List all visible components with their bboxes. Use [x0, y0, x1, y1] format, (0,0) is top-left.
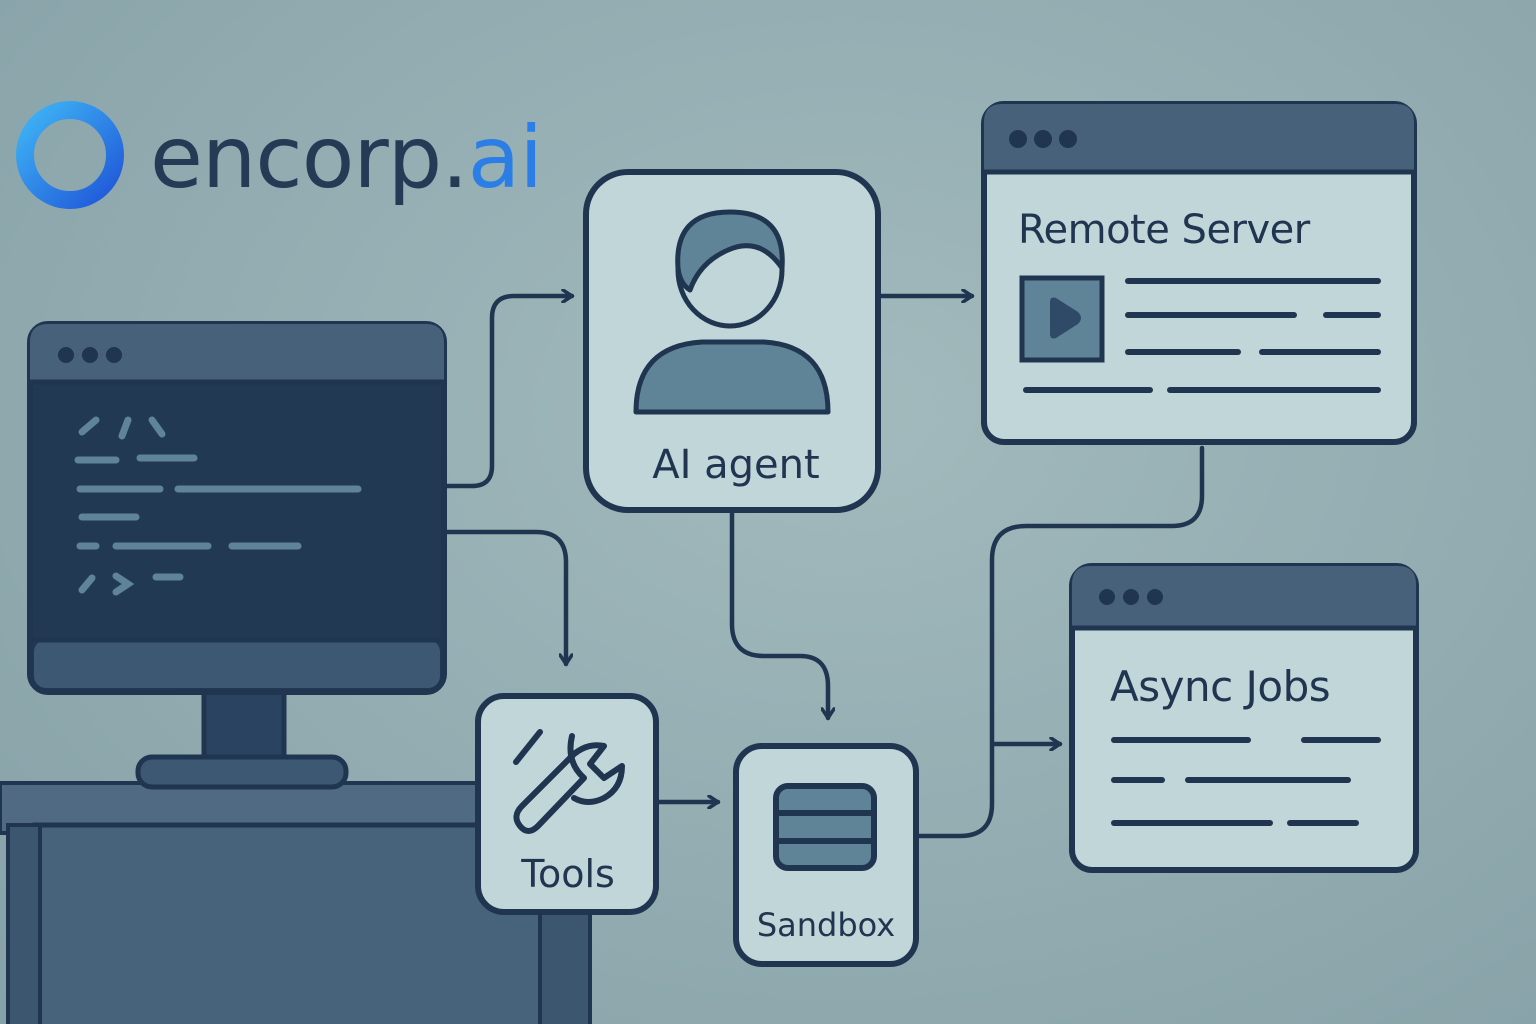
tools-label: Tools [521, 852, 615, 896]
sandbox-label: Sandbox [756, 906, 896, 944]
media-thumbnail-icon [1019, 275, 1105, 363]
edge-sandbox-to-remote [915, 445, 1205, 839]
window-dots-icon [1099, 589, 1163, 605]
sandbox-node [733, 743, 919, 967]
edge-agent-to-sandbox [729, 509, 828, 721]
edge-monitor-to-agent [441, 296, 575, 489]
edge-monitor-to-tools [441, 529, 566, 667]
async-jobs-label: Async Jobs [1110, 662, 1331, 711]
ring-logo-icon [16, 101, 124, 209]
window-dots-icon [1009, 130, 1077, 148]
agent-node [583, 169, 881, 513]
logo-name: encorp. [150, 108, 469, 208]
agent-label: AI agent [652, 442, 820, 488]
remote-server-label: Remote Server [1018, 207, 1310, 253]
tools-node [475, 693, 659, 915]
remote-server-node [981, 101, 1417, 445]
person-icon [633, 209, 831, 415]
computer-monitor [27, 321, 447, 790]
connectors [441, 296, 1205, 839]
database-icon [773, 783, 877, 871]
logo-accent: ai [467, 108, 544, 208]
code-glyph-icon [74, 416, 362, 596]
logo-wordmark[interactable]: encorp.ai [150, 108, 544, 208]
window-dots-icon [58, 347, 122, 363]
wrench-icon [513, 729, 625, 834]
async-jobs-node [1069, 563, 1419, 873]
